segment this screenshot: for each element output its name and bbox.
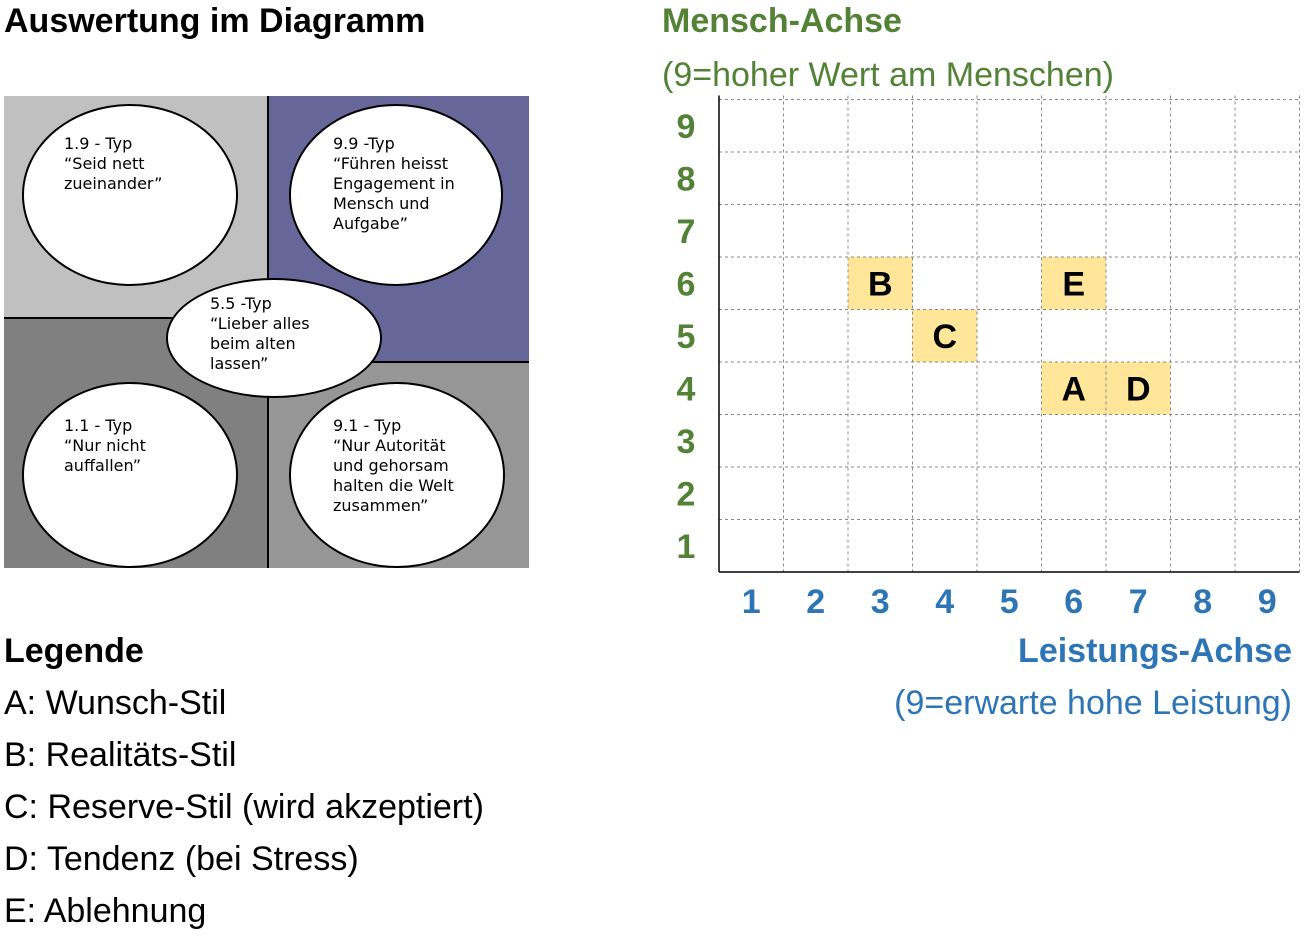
marker-label-d: D	[1126, 370, 1151, 408]
x-tick-label: 4	[935, 583, 954, 621]
x-tick-label: 2	[806, 583, 825, 621]
type-1-9-title: 1.9 - Typ	[64, 134, 133, 153]
x-tick-label: 1	[742, 583, 761, 621]
type-9-9-quote: “Führen heisst Engagement in Mensch und …	[333, 154, 455, 233]
legend-item-a: A: Wunsch-Stil	[4, 684, 227, 722]
legend-title: Legende	[4, 632, 144, 670]
type-1-9-quote: “Seid nett zueinander”	[64, 154, 163, 193]
type-5-5-quote: “Lieber alles beim alten lassen”	[210, 314, 310, 373]
x-tick-label: 9	[1258, 583, 1277, 621]
ellipse-type-5-5	[166, 278, 382, 398]
y-tick-label: 4	[677, 370, 696, 408]
y-tick-label: 7	[677, 213, 696, 251]
type-9-1-label: 9.1 - Typ“Nur Autorität und gehorsam hal…	[333, 416, 454, 516]
y-tick-label: 8	[677, 160, 696, 198]
y-axis-subtitle: (9=hoher Wert am Menschen)	[662, 56, 1114, 94]
type-9-9-label: 9.9 -Typ“Führen heisst Engagement in Men…	[333, 134, 455, 234]
ellipse-type-9-9	[289, 104, 503, 286]
marker-cell-e	[1041, 257, 1106, 310]
y-tick-label: 3	[677, 423, 696, 461]
x-tick-label: 3	[871, 583, 890, 621]
y-tick-label: 5	[677, 318, 696, 356]
marker-cell-c	[912, 309, 977, 362]
marker-label-c: C	[932, 318, 957, 356]
legend-item-d: D: Tendenz (bei Stress)	[4, 840, 359, 878]
x-axis-title: Leistungs-Achse	[1018, 632, 1292, 670]
marker-label-e: E	[1062, 265, 1085, 303]
marker-cell-a	[1041, 362, 1106, 415]
y-axis-title: Mensch-Achse	[662, 2, 902, 40]
diagram-title: Auswertung im Diagramm	[4, 2, 426, 40]
x-tick-label: 7	[1129, 583, 1148, 621]
x-tick-label: 5	[1000, 583, 1019, 621]
y-tick-label: 1	[677, 528, 696, 566]
legend-item-e: E: Ablehnung	[4, 892, 207, 930]
marker-label-a: A	[1061, 370, 1086, 408]
marker-label-b: B	[868, 265, 893, 303]
y-tick-label: 9	[677, 108, 696, 146]
legend-item-c: C: Reserve-Stil (wird akzeptiert)	[4, 788, 484, 826]
x-tick-label: 8	[1193, 583, 1212, 621]
type-5-5-label: 5.5 -Typ“Lieber alles beim alten lassen”	[210, 294, 310, 374]
y-tick-label: 6	[677, 265, 696, 303]
y-tick-label: 2	[677, 475, 696, 513]
legend-item-b: B: Realitäts-Stil	[4, 736, 237, 774]
x-axis-subtitle: (9=erwarte hohe Leistung)	[894, 684, 1292, 722]
type-1-1-quote: “Nur nicht auffallen”	[64, 436, 146, 475]
x-tick-label: 6	[1064, 583, 1083, 621]
type-1-9-label: 1.9 - Typ“Seid nett zueinander”	[64, 134, 162, 194]
type-5-5-title: 5.5 -Typ	[210, 294, 272, 313]
type-1-1-label: 1.1 - Typ“Nur nicht auffallen”	[64, 416, 146, 476]
type-9-1-quote: “Nur Autorität und gehorsam halten die W…	[333, 436, 454, 515]
ellipse-type-1-9	[22, 104, 238, 286]
marker-cell-b	[848, 257, 913, 310]
marker-cell-d	[1106, 362, 1171, 415]
type-9-1-title: 9.1 - Typ	[333, 416, 402, 435]
type-1-1-title: 1.1 - Typ	[64, 416, 133, 435]
quadrant-divider-right	[268, 361, 529, 363]
type-9-9-title: 9.9 -Typ	[333, 134, 395, 153]
quadrant-divider-left	[4, 317, 268, 319]
ellipse-type-1-1	[22, 382, 238, 568]
ellipse-type-9-1	[289, 382, 505, 568]
